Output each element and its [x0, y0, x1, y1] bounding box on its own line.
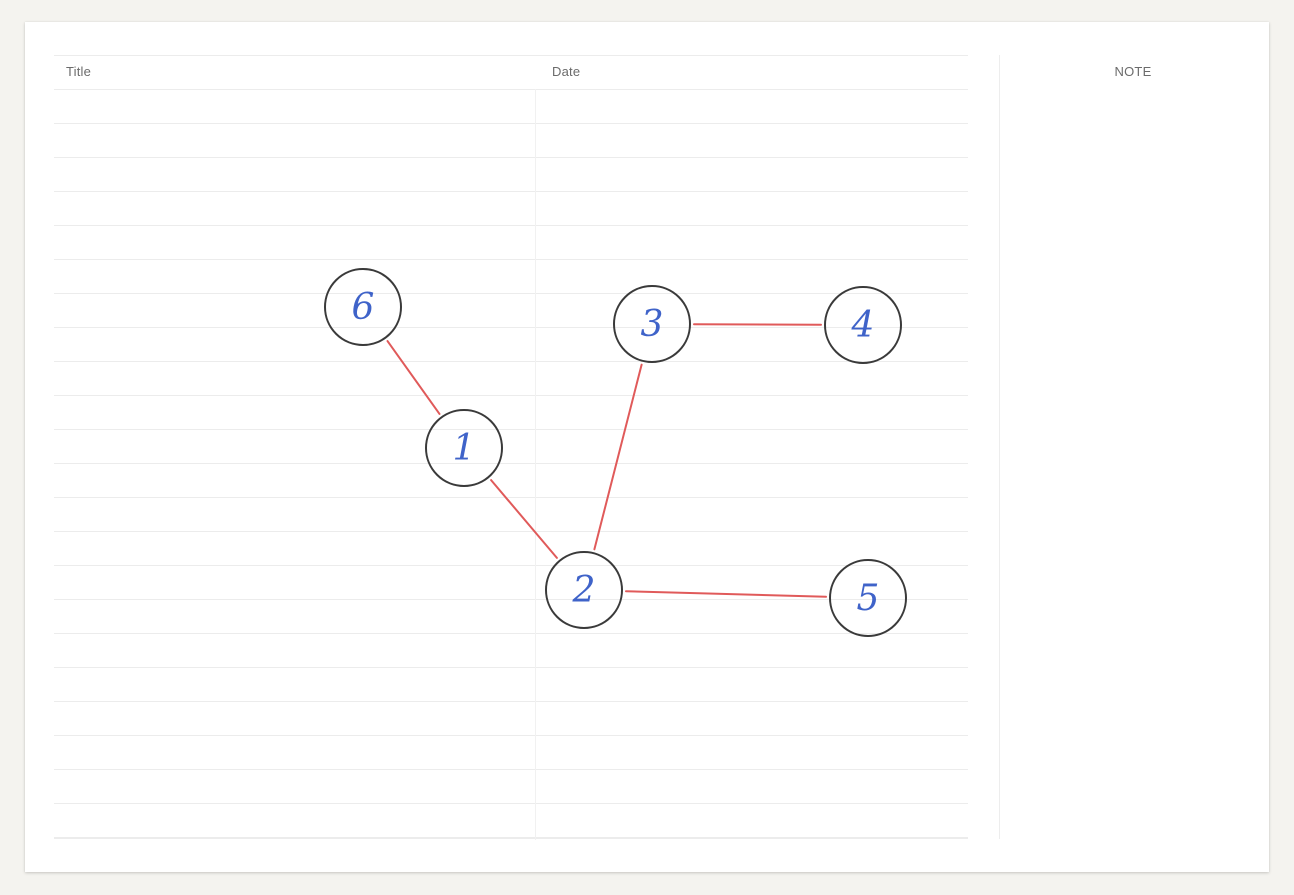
column-divider	[535, 89, 536, 840]
graph-nodes: 6 1 3 4 2 5	[324, 268, 907, 637]
node-circle	[829, 559, 907, 637]
edge-1-2	[490, 479, 558, 559]
node-circle	[324, 268, 402, 346]
node-3: 3	[613, 285, 691, 363]
node-label: 5	[857, 578, 880, 619]
note-column-divider	[999, 55, 1000, 839]
node-1: 1	[425, 409, 503, 487]
node-label: 2	[572, 570, 596, 611]
node-label: 4	[851, 305, 875, 346]
edge-2-5	[625, 590, 827, 598]
graph-edges	[386, 323, 827, 598]
node-6: 6	[324, 268, 402, 346]
node-label: 3	[641, 304, 664, 345]
date-header: Date	[552, 64, 581, 79]
notebook-page: Title Date NOTE	[25, 22, 1269, 872]
node-circle	[545, 551, 623, 629]
node-label: 6	[352, 287, 375, 328]
ruled-lines	[54, 55, 968, 839]
edge-2-3	[593, 363, 643, 551]
node-5: 5	[829, 559, 907, 637]
node-label: 1	[453, 428, 476, 469]
node-circle	[613, 285, 691, 363]
edge-6-1	[386, 340, 441, 415]
title-header: Title	[66, 64, 92, 79]
edge-3-4	[693, 323, 822, 326]
node-4: 4	[824, 286, 902, 364]
node-circle	[824, 286, 902, 364]
note-header: NOTE	[1114, 64, 1152, 79]
node-2: 2	[545, 551, 623, 629]
node-circle	[425, 409, 503, 487]
